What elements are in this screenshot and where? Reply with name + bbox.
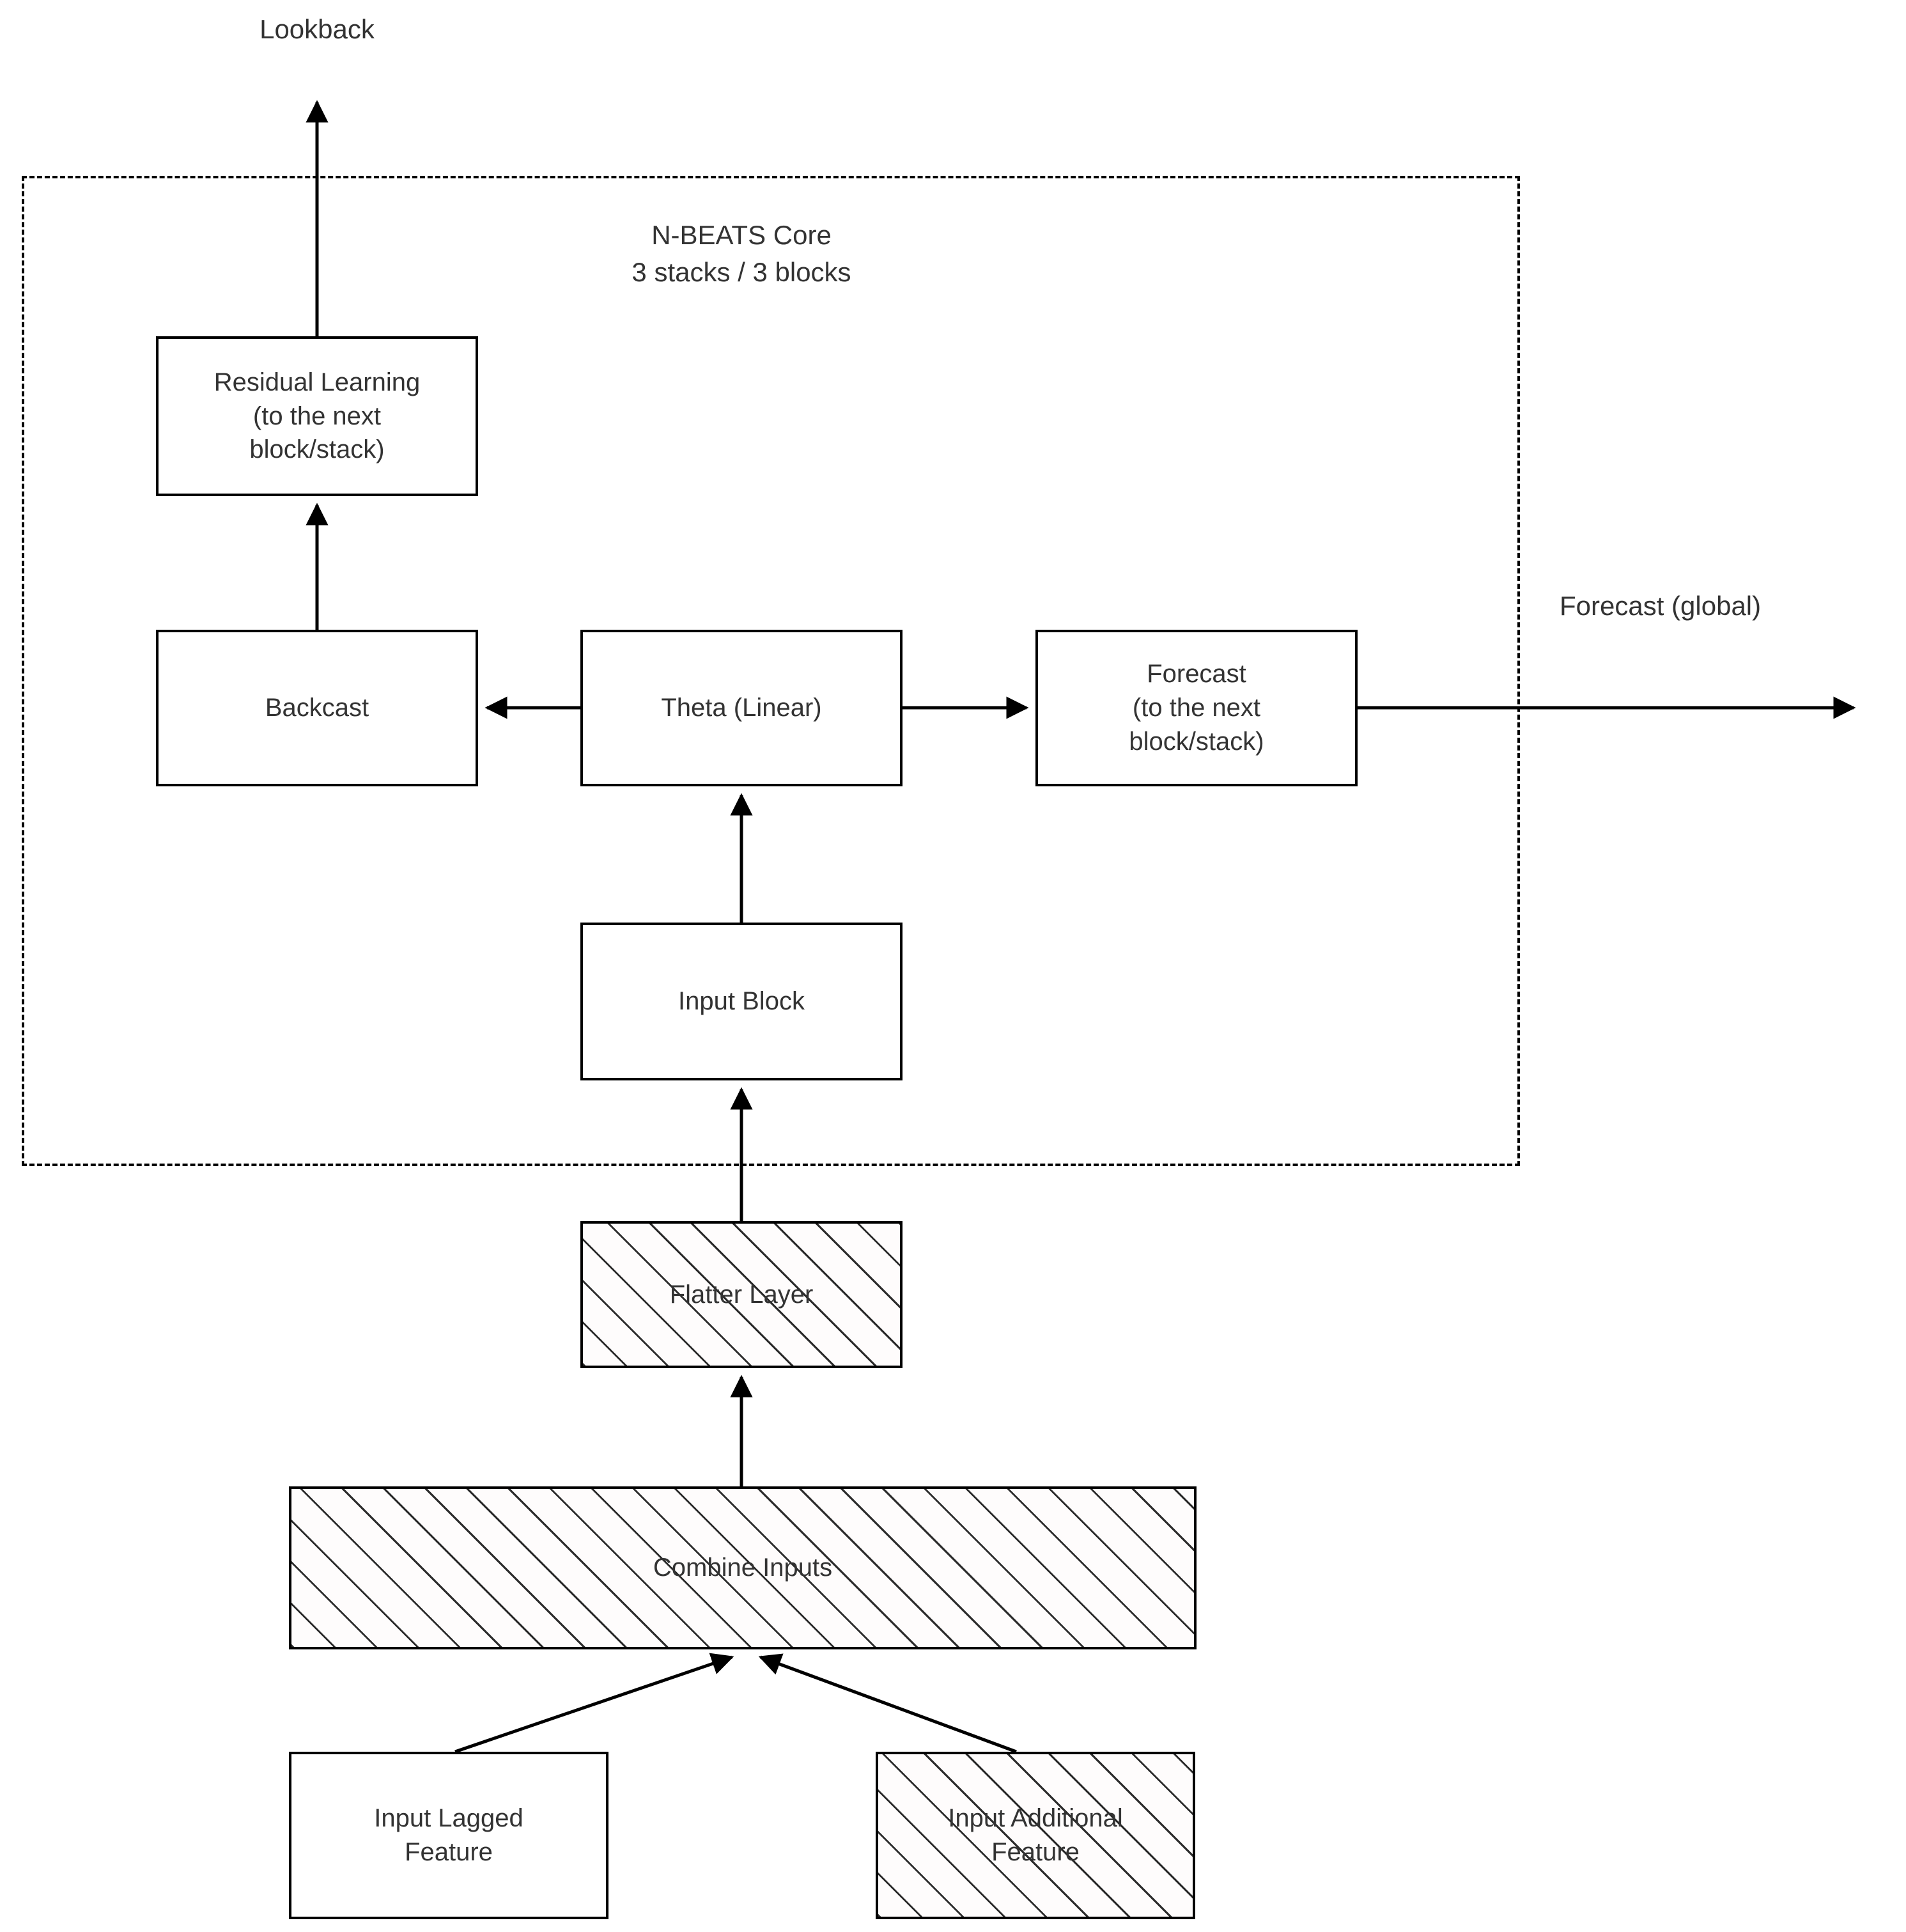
node-flatter-layer[interactable]: Flatter Layer — [580, 1221, 903, 1368]
node-theta-linear[interactable]: Theta (Linear) — [580, 630, 903, 786]
core-title-label: N-BEATS Core — [651, 220, 832, 250]
lookback-label: Lookback — [260, 14, 375, 44]
node-flatter-layer-label: Flatter Layer — [669, 1280, 814, 1309]
core-subtitle-label: 3 stacks / 3 blocks — [631, 257, 851, 287]
node-combine-inputs[interactable]: Combine Inputs — [289, 1486, 1197, 1649]
node-input-additional-feature-label: Input Additional Feature — [948, 1804, 1123, 1866]
edge-additional-to-combine — [758, 1653, 1017, 1754]
edge-lagged-to-combine — [454, 1653, 734, 1754]
node-backcast[interactable]: Backcast — [156, 630, 478, 786]
node-input-lagged-feature-label: Input Lagged Feature — [374, 1804, 523, 1866]
n-beats-core-region — [22, 176, 1520, 1166]
node-forecast-next-label: Forecast (to the next block/stack) — [1129, 660, 1264, 756]
node-residual-learning-label: Residual Learning (to the next block/sta… — [213, 368, 421, 464]
node-backcast-label: Backcast — [265, 694, 369, 722]
node-theta-linear-label: Theta (Linear) — [661, 694, 822, 722]
node-combine-inputs-label: Combine Inputs — [653, 1554, 833, 1582]
node-input-lagged-feature[interactable]: Input Lagged Feature — [289, 1752, 608, 1919]
forecast-global-label: Forecast (global) — [1560, 591, 1762, 621]
node-input-block[interactable]: Input Block — [580, 923, 903, 1080]
node-input-block-label: Input Block — [678, 987, 805, 1016]
node-residual-learning[interactable]: Residual Learning (to the next block/sta… — [156, 336, 478, 496]
node-input-additional-feature[interactable]: Input Additional Feature — [876, 1752, 1195, 1919]
node-forecast-next[interactable]: Forecast (to the next block/stack) — [1035, 630, 1358, 786]
